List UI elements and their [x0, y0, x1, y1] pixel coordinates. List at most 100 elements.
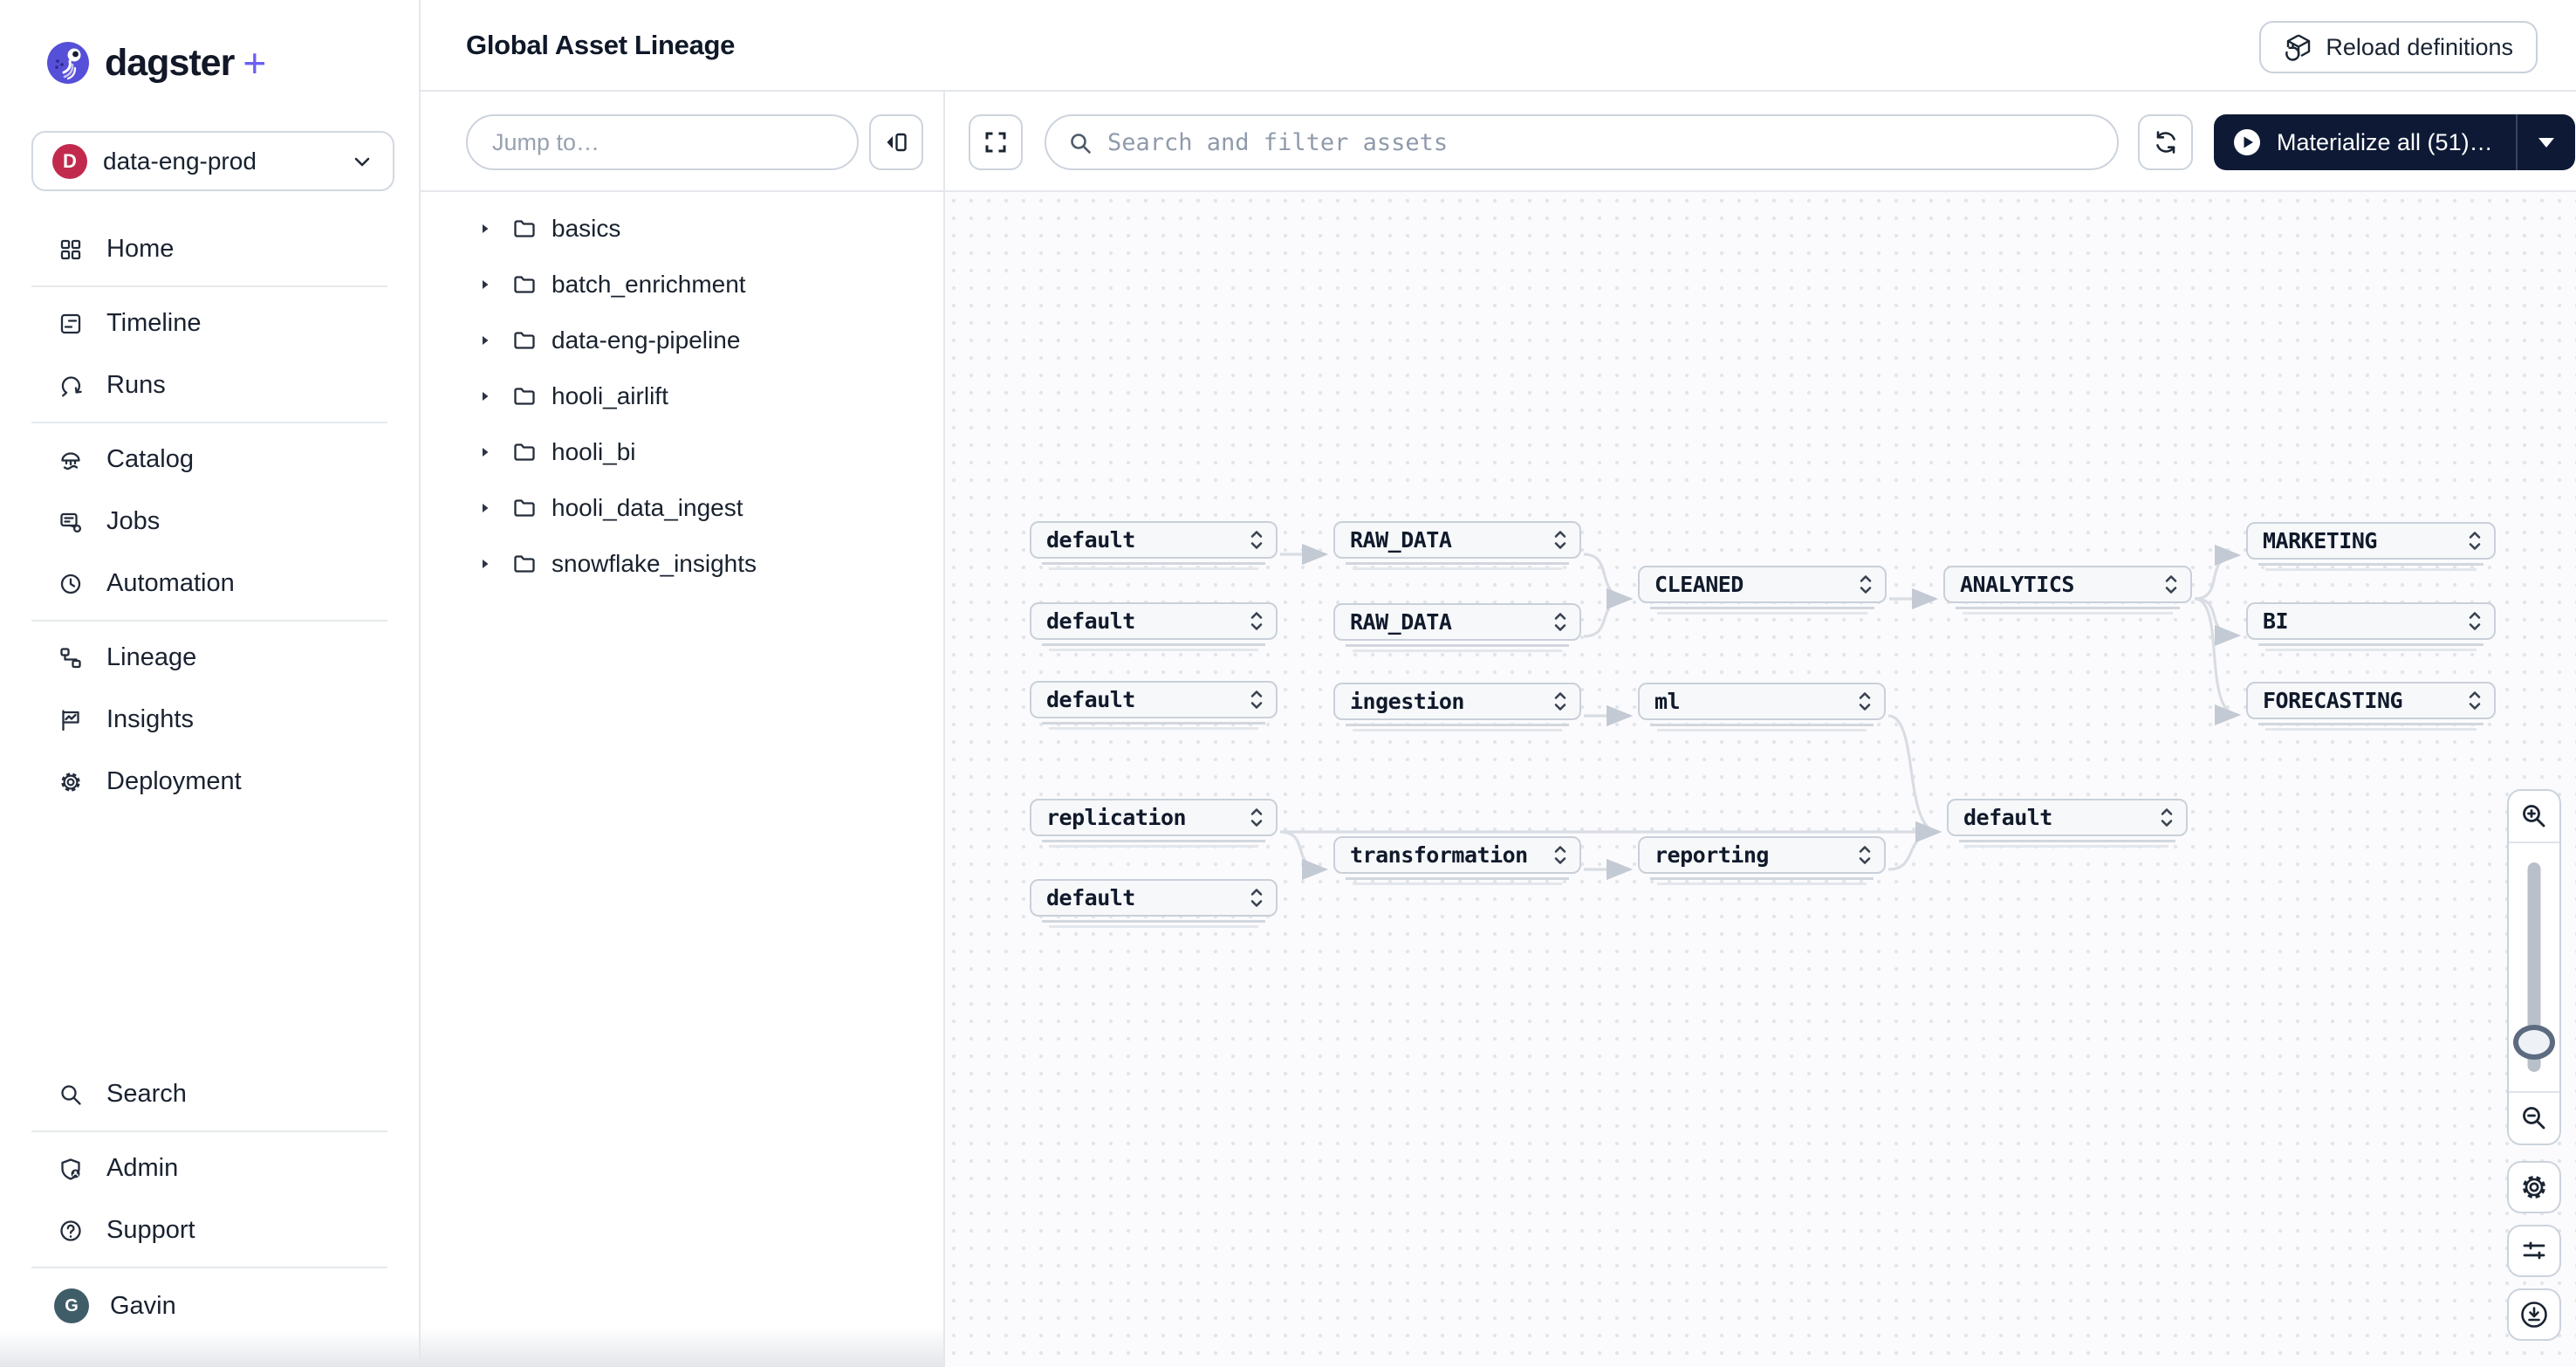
graph-node-replication[interactable]: replication	[1030, 799, 1278, 848]
deployment-switcher[interactable]: D data-eng-prod	[31, 131, 394, 191]
graph-node-default_1[interactable]: default	[1030, 521, 1278, 570]
graph-node-forecasting[interactable]: FORECASTING	[2246, 682, 2496, 731]
sidebar-user[interactable]: G Gavin	[0, 1274, 419, 1338]
jump-to-input[interactable]	[466, 114, 859, 170]
graph-node-bi[interactable]: BI	[2246, 602, 2496, 651]
graph-node-cleaned[interactable]: CLEANED	[1638, 566, 1887, 615]
expand-node-icon[interactable]	[1553, 610, 1567, 634]
expand-node-icon[interactable]	[1553, 690, 1567, 713]
tree-folder-hooli_airlift[interactable]: hooli_airlift	[421, 368, 943, 424]
materialize-options-dropdown[interactable]	[2518, 114, 2575, 170]
split-button-divider	[2515, 114, 2518, 170]
expand-node-icon[interactable]	[1250, 609, 1264, 633]
sidebar-item-lineage[interactable]: Lineage	[0, 627, 419, 689]
caret-right-icon[interactable]	[478, 501, 492, 515]
graph-node-marketing[interactable]: MARKETING	[2246, 522, 2496, 571]
sidebar-item-catalog[interactable]: Catalog	[0, 429, 419, 491]
filter-settings-button[interactable]	[2507, 1225, 2561, 1277]
expand-node-icon[interactable]	[1250, 688, 1264, 711]
tree-folder-batch_enrichment[interactable]: batch_enrichment	[421, 257, 943, 313]
zoom-in-icon[interactable]	[2509, 791, 2559, 843]
caret-right-icon[interactable]	[478, 278, 492, 292]
download-button[interactable]	[2507, 1288, 2561, 1341]
admin-icon	[58, 1156, 84, 1182]
sidebar-item-deployment[interactable]: Deployment	[0, 751, 419, 813]
sidebar-item-automation[interactable]: Automation	[0, 553, 419, 615]
sidebar-item-insights[interactable]: Insights	[0, 689, 419, 751]
expand-node-icon[interactable]	[2164, 573, 2178, 596]
sidebar-divider	[31, 285, 387, 287]
expand-node-icon[interactable]	[2468, 609, 2482, 633]
expand-node-icon[interactable]	[1250, 806, 1264, 829]
download-icon	[2518, 1299, 2550, 1330]
graph-settings-button[interactable]	[2507, 1161, 2561, 1213]
zoom-slider-thumb[interactable]	[2513, 1025, 2555, 1060]
graph-node-default_3[interactable]: default	[1030, 681, 1278, 730]
brand-plus-badge: +	[243, 40, 267, 86]
tree-folder-hooli_bi[interactable]: hooli_bi	[421, 424, 943, 480]
support-icon	[58, 1218, 84, 1244]
zoom-out-icon[interactable]	[2509, 1091, 2559, 1144]
expand-node-icon[interactable]	[1553, 528, 1567, 552]
graph-node-reporting[interactable]: reporting	[1638, 836, 1886, 885]
graph-node-rawdata_2[interactable]: RAW_DATA	[1333, 603, 1581, 652]
page-header: Global Asset Lineage Reload definitions	[421, 0, 2576, 92]
graph-node-analytics[interactable]: ANALYTICS	[1943, 566, 2192, 615]
expand-node-icon[interactable]	[2160, 806, 2174, 829]
expand-node-icon[interactable]	[2468, 689, 2482, 712]
expand-node-icon[interactable]	[1859, 573, 1873, 596]
tree-folder-snowflake_insights[interactable]: snowflake_insights	[421, 536, 943, 592]
materialize-all-split-button: Materialize all (51)…	[2214, 114, 2575, 170]
graph-node-label: ml	[1655, 689, 1681, 714]
caret-right-icon[interactable]	[478, 445, 492, 459]
sidebar-item-jobs[interactable]: Jobs	[0, 491, 419, 553]
sidebar-divider	[31, 1130, 387, 1132]
graph-node-rawdata_1[interactable]: RAW_DATA	[1333, 521, 1581, 570]
sidebar-item-timeline[interactable]: Timeline	[0, 292, 419, 354]
tree-folder-hooli_data_ingest[interactable]: hooli_data_ingest	[421, 480, 943, 536]
expand-node-icon[interactable]	[1858, 843, 1872, 867]
zoom-slider-track[interactable]	[2527, 862, 2541, 1072]
sidebar-item-admin[interactable]: Admin	[0, 1137, 419, 1199]
graph-node-label: default	[1963, 805, 2052, 830]
graph-node-ml[interactable]: ml	[1638, 683, 1886, 732]
lineage-icon	[58, 645, 84, 671]
tree-folder-basics[interactable]: basics	[421, 201, 943, 257]
asset-search-input[interactable]	[1045, 114, 2119, 170]
tree-folder-data-eng-pipeline[interactable]: data-eng-pipeline	[421, 313, 943, 368]
reload-definitions-button[interactable]: Reload definitions	[2259, 21, 2538, 73]
folder-label: basics	[552, 215, 621, 242]
graph-node-label: CLEANED	[1655, 572, 1744, 597]
graph-node-default_5[interactable]: default	[1947, 799, 2188, 848]
lineage-edge-rawdata_1-to-cleaned	[1583, 553, 1634, 610]
fullscreen-icon[interactable]	[969, 114, 1023, 170]
sidebar-item-search[interactable]: Search	[0, 1063, 419, 1125]
folder-icon	[511, 439, 538, 465]
brand[interactable]: dagster +	[45, 38, 266, 87]
sidebar-item-home[interactable]: Home	[0, 218, 419, 280]
graph-node-default_2[interactable]: default	[1030, 602, 1278, 651]
expand-node-icon[interactable]	[1250, 886, 1264, 910]
folder-icon	[511, 551, 538, 577]
chevron-down-icon	[351, 150, 373, 173]
expand-node-icon[interactable]	[2468, 529, 2482, 553]
expand-node-icon[interactable]	[1553, 843, 1567, 867]
sidebar-item-runs[interactable]: Runs	[0, 354, 419, 416]
graph-node-default_4[interactable]: default	[1030, 879, 1278, 928]
refresh-icon[interactable]	[2138, 114, 2193, 170]
sidebar-item-support[interactable]: Support	[0, 1199, 419, 1261]
graph-node-transformation[interactable]: transformation	[1333, 836, 1581, 885]
caret-right-icon[interactable]	[478, 557, 492, 571]
caret-right-icon[interactable]	[478, 333, 492, 347]
folder-label: snowflake_insights	[552, 550, 757, 577]
expand-node-icon[interactable]	[1858, 690, 1872, 713]
collapse-panel-button[interactable]	[869, 114, 923, 170]
graph-node-ingestion[interactable]: ingestion	[1333, 683, 1581, 732]
expand-node-icon[interactable]	[1250, 528, 1264, 552]
caret-right-icon[interactable]	[478, 389, 492, 403]
caret-right-icon[interactable]	[478, 222, 492, 236]
materialize-all-button[interactable]: Materialize all (51)…	[2214, 114, 2516, 170]
deployment-icon	[58, 769, 84, 795]
catalog-icon	[58, 447, 84, 473]
